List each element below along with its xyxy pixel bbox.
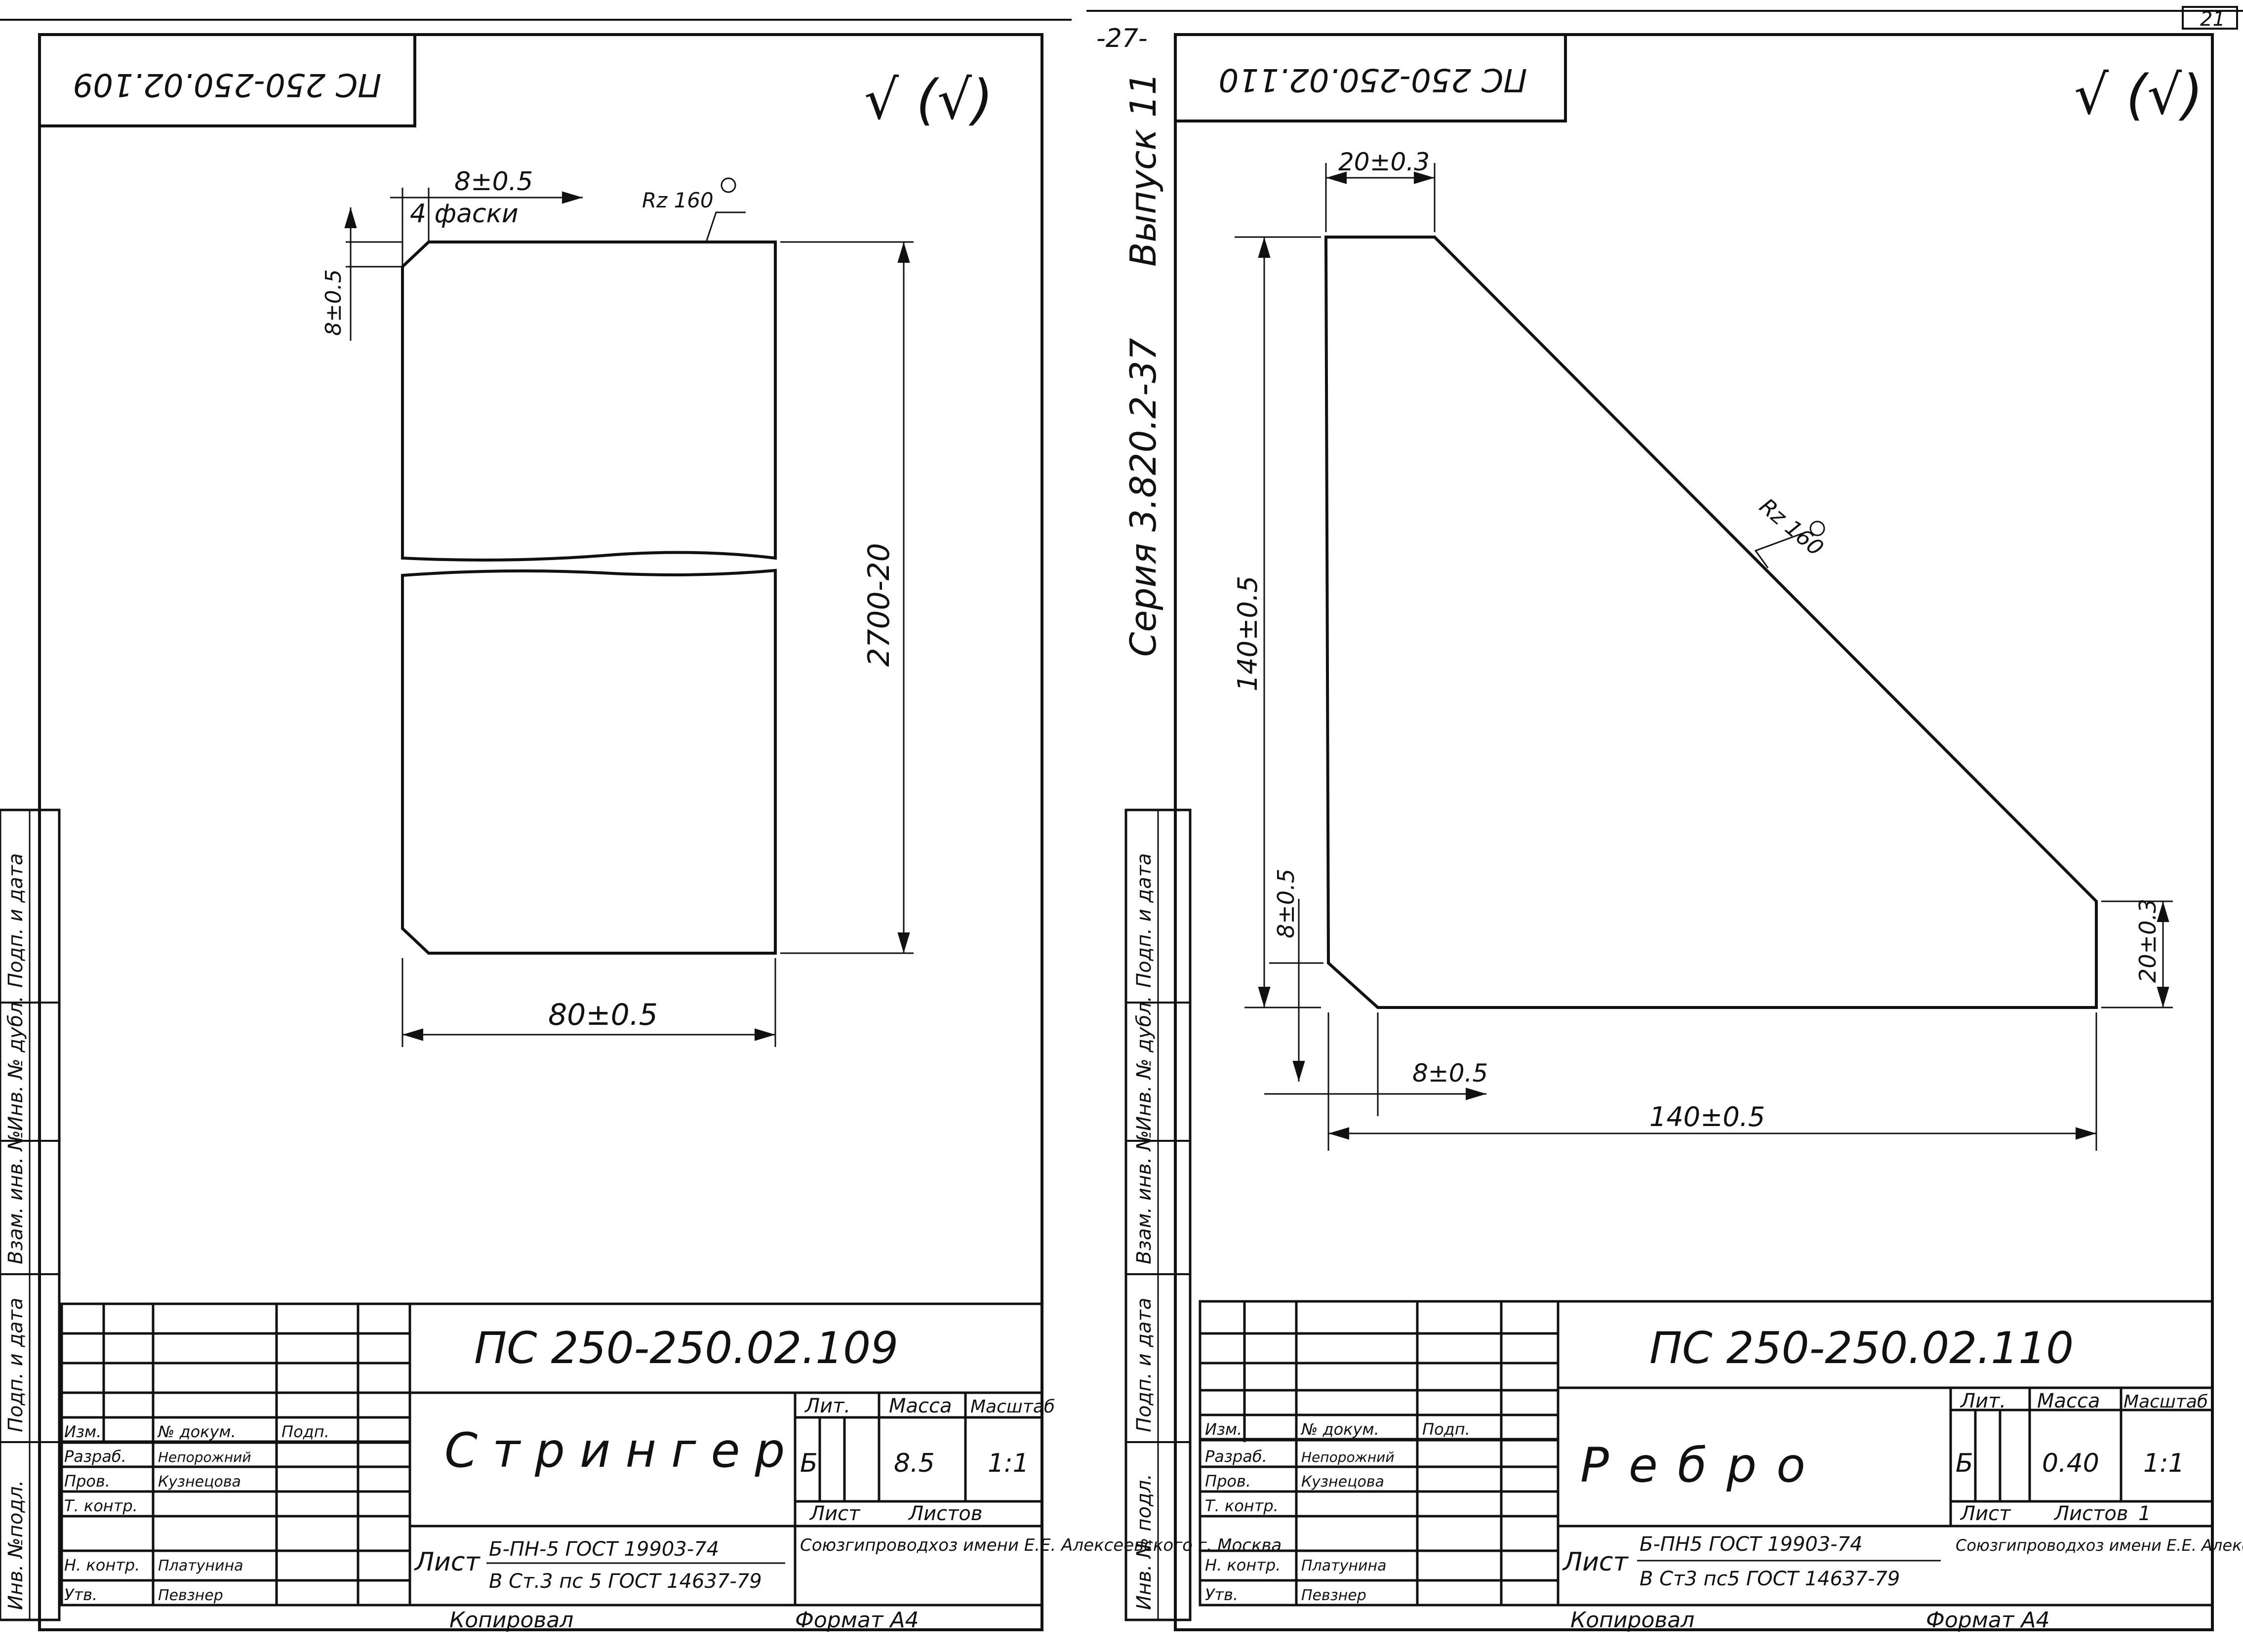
tb-podp: Подп. [281,1422,329,1441]
tb-prov: Пров. [1205,1472,1251,1491]
dim-width: 80±0.5 [548,998,658,1032]
strip-label: Подп. и дата [4,853,27,988]
stamp-left: ПС 250-250.02.109 [73,66,382,103]
tb-list-word: Лист [1562,1547,1629,1577]
dim-chamfer-note: 4 фаски [410,199,519,229]
tb-list-word: Лист [414,1547,481,1577]
tb-format: Формат А4 [795,1608,919,1633]
tb-tkontr: Т. контр. [64,1496,138,1515]
strip-label: Подп. и дата [1133,1298,1156,1432]
tb-mass-label: Масса [889,1395,952,1417]
tb-tkontr: Т. контр. [1205,1496,1279,1515]
strip-label: Инв. № дубл. [1133,996,1156,1131]
dim-length: 2700-20 [862,543,896,667]
tb-copied: Копировал [449,1608,573,1633]
designation-left: ПС 250-250.02.109 [474,1323,898,1373]
strip-label: Инв. №подл. [4,1480,27,1610]
stamp-right: ПС 250-250.02.110 [1219,61,1527,98]
tb-material-top: Б-ПН-5 ГОСТ 19903-74 [489,1538,719,1561]
series-label: Серия 3.820.2-37 [1122,338,1164,657]
dim-chamfer-h-right: 8±0.5 [1412,1059,1488,1088]
tb-material-bottom: В Ст3 пс5 ГОСТ 14637-79 [1640,1568,1900,1590]
tb-utv: Утв. [1205,1585,1238,1604]
tb-izm: Изм. [1205,1420,1242,1439]
tb-material-bottom: В Ст.3 пс 5 ГОСТ 14637-79 [489,1570,762,1593]
tb-sheets-label: Листов [2053,1502,2128,1525]
tb-scale: 1:1 [2143,1449,2185,1478]
tb-dev: Непорожний [158,1449,251,1465]
strip-label: Инв. № дубл. [4,996,27,1131]
tb-scale-label: Масштаб [2123,1392,2208,1412]
tb-approver: Певзнер [158,1587,223,1604]
dim-top: 20±0.3 [1338,148,1430,176]
tb-doc: № докум. [157,1422,236,1441]
tb-lit: Б [1956,1449,1973,1478]
tb-utv: Утв. [64,1585,97,1604]
tb-org: Союзгипроводхоз имени Е.Е. Алексеевского… [1956,1536,2243,1555]
designation-right: ПС 250-250.02.110 [1649,1323,2074,1373]
tb-format: Формат А4 [1926,1608,2050,1633]
tb-checker: Кузнецова [1301,1473,1384,1491]
dim-chamfer-v-right: 8±0.5 [1273,869,1299,938]
strip-label: Подп. и дата [1133,853,1156,988]
tb-normcontrol: Платунина [1301,1557,1386,1574]
tb-scale-label: Масштаб [970,1397,1055,1417]
sheet-number: 21 [2200,8,2225,31]
tb-nkontr: Н. контр. [64,1556,140,1574]
tb-mass: 0.40 [2042,1449,2099,1478]
tb-scale: 1:1 [988,1449,1029,1478]
dim-base: 140±0.5 [1649,1101,1765,1132]
tb-material-top: Б-ПН5 ГОСТ 19903-74 [1640,1533,1863,1556]
tb-sheet-label: Лист [809,1502,861,1525]
tb-org: Союзгипроводхоз имени Е.Е. Алексеевского… [800,1535,1282,1555]
tb-normcontrol: Платунина [158,1557,243,1574]
tb-sheet-label: Лист [1960,1502,2011,1525]
tb-copied: Копировал [1570,1608,1694,1633]
tb-doc: № докум. [1300,1420,1379,1439]
part-name-left: Стрингер [444,1423,800,1478]
tb-razrab: Разраб. [64,1447,126,1466]
dim-chamfer: 8±0.5 [454,167,533,197]
tb-dev: Непорожний [1301,1449,1395,1465]
tb-razrab: Разраб. [1205,1447,1267,1466]
sheet-left: ПС 250-250.02.109 √ (√) Инв. №подл. Подп… [0,33,1282,1633]
page-number: -27- [1096,24,1148,53]
tb-sheets-label: Листов [908,1502,982,1525]
tb-nkontr: Н. контр. [1205,1556,1281,1574]
tb-mass: 8.5 [894,1449,935,1478]
strip-label: Взам. инв. № [1133,1130,1156,1264]
dim-height: 140±0.5 [1232,576,1263,691]
issue-label: Выпуск 11 [1122,72,1164,267]
tb-prov: Пров. [64,1472,110,1491]
tb-mass-label: Масса [2037,1390,2100,1412]
dim-rough: Rz 160 [642,188,714,212]
stringer-drawing [401,241,777,955]
tb-podp: Подп. [1422,1420,1470,1439]
tb-approver: Певзнер [1301,1587,1366,1604]
strip-label: Взам. инв. № [4,1130,27,1264]
dim-chamfer-v: 8±0.5 [321,269,346,336]
rib-drawing [1324,236,2098,1009]
tb-checker: Кузнецова [158,1473,241,1491]
strip-label: Инв. № подл. [1133,1474,1156,1610]
tb-lit-label: Лит. [804,1395,850,1417]
tb-izm: Изм. [64,1422,101,1441]
dim-right: 20±0.3 [2134,899,2161,983]
tb-sheets-count: 1 [2138,1502,2151,1525]
strip-label: Подп. и дата [4,1298,27,1432]
roughness-left: √ (√) [864,68,993,131]
roughness-right: √ (√) [2074,63,2203,126]
tb-lit: Б [800,1449,818,1478]
part-name-right: Ребро [1580,1438,1825,1493]
dim-rough-right: Rz 160 [1755,493,1828,561]
sheet-right: ПС 250-250.02.110 √ (√) Серия 3.820.2-37… [1122,33,2243,1633]
tb-lit-label: Лит. [1960,1390,2006,1412]
